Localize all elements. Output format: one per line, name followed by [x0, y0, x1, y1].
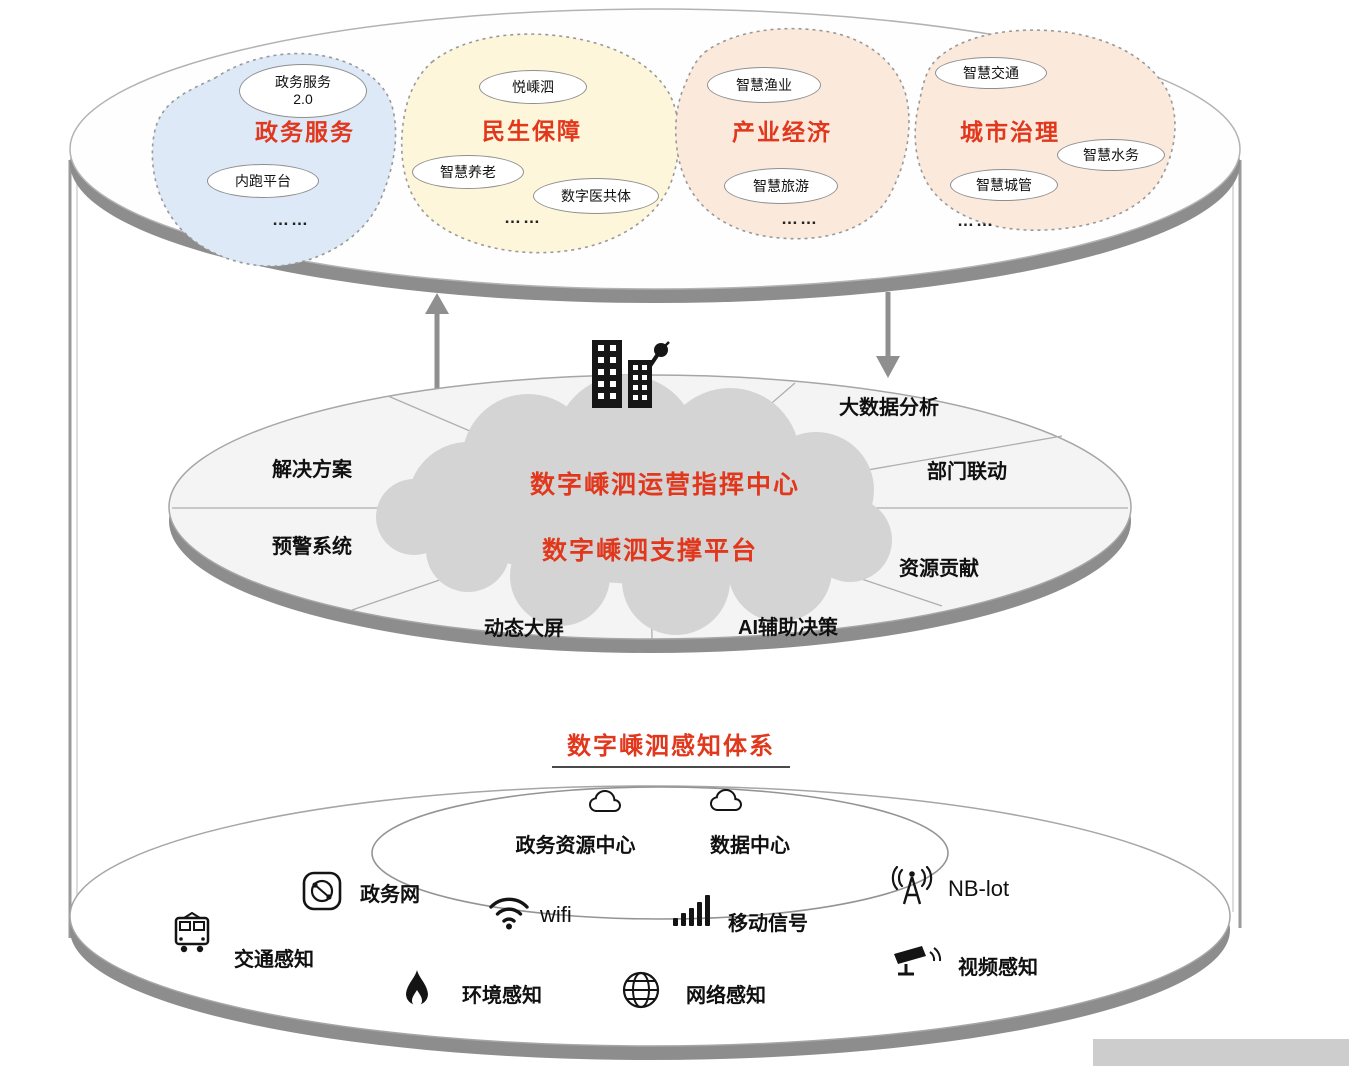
- segment-big-data: 大数据分析: [839, 397, 939, 419]
- app-bubble: 智慧城管: [950, 169, 1058, 201]
- flame-icon: [406, 970, 428, 1006]
- video-sensing-label: 视频感知: [958, 957, 1038, 979]
- domain-title-livelihood: 民生保障: [482, 118, 582, 144]
- app-bubble: 悦嵊泗: [479, 70, 587, 104]
- bottom-right-strip: [1093, 1039, 1349, 1066]
- ellipsis-dots: ……: [272, 210, 310, 229]
- segment-ai-decision: AI辅助决策: [738, 617, 838, 639]
- support-platform-title: 数字嵊泗支撑平台: [541, 537, 758, 565]
- data-center-ellipse: [371, 786, 949, 920]
- up-arrow: [425, 293, 449, 400]
- segment-department-linkage: 部门联动: [927, 461, 1007, 483]
- ellipsis-dots: ……: [781, 209, 819, 228]
- app-bubble: 智慧交通: [935, 57, 1047, 89]
- bus-icon: [174, 912, 210, 953]
- cloud-icon: [589, 790, 621, 812]
- antenna-icon: [891, 866, 933, 905]
- network-sensing-label: 网络感知: [686, 985, 766, 1007]
- camera-icon: [894, 946, 942, 976]
- command-center-title: 数字嵊泗运营指挥中心: [529, 471, 800, 499]
- cloud-icon: [710, 789, 742, 811]
- app-bubble: 内跑平台: [207, 164, 319, 198]
- ellipsis-dots: ……: [957, 211, 995, 230]
- data-center-label: 数据中心: [710, 835, 790, 857]
- perception-system-title: 数字嵊泗感知体系: [552, 726, 790, 768]
- app-bubble: 智慧旅游: [724, 168, 838, 204]
- down-arrow: [876, 292, 900, 378]
- gov-network-icon: [302, 871, 342, 911]
- wifi-label: wifi: [540, 902, 572, 927]
- signal-bars-icon: [673, 895, 710, 926]
- app-bubble: 智慧水务: [1057, 139, 1165, 171]
- gov-network-label: 政务网: [360, 884, 420, 906]
- nb-iot-label: NB-lot: [948, 876, 1010, 901]
- app-bubble: 智慧渔业: [707, 67, 821, 103]
- segment-resource-contribution: 资源贡献: [899, 558, 979, 580]
- environment-sensing-label: 环境感知: [462, 985, 542, 1007]
- gov-resource-center-label: 政务资源中心: [515, 835, 636, 857]
- ellipsis-dots: ……: [504, 208, 542, 227]
- segment-early-warning: 预警系统: [272, 536, 352, 558]
- wifi-icon: [489, 897, 529, 930]
- app-bubble: 智慧养老: [412, 155, 524, 189]
- globe-icon: [622, 971, 660, 1009]
- segment-solutions: 解决方案: [272, 459, 352, 481]
- domain-title-industry: 产业经济: [732, 119, 832, 145]
- mobile-signal-label: 移动信号: [728, 913, 808, 935]
- command-center-buildings-icon: [592, 340, 670, 408]
- domain-title-city: 城市治理: [960, 119, 1060, 145]
- app-bubble: 数字医共体: [533, 178, 659, 214]
- center-cloud: [376, 375, 892, 635]
- segment-dynamic-screen: 动态大屏: [484, 618, 564, 640]
- app-bubble: 政务服务 2.0: [239, 64, 367, 118]
- traffic-sensing-label: 交通感知: [234, 949, 314, 971]
- domain-title-government: 政务服务: [255, 119, 355, 145]
